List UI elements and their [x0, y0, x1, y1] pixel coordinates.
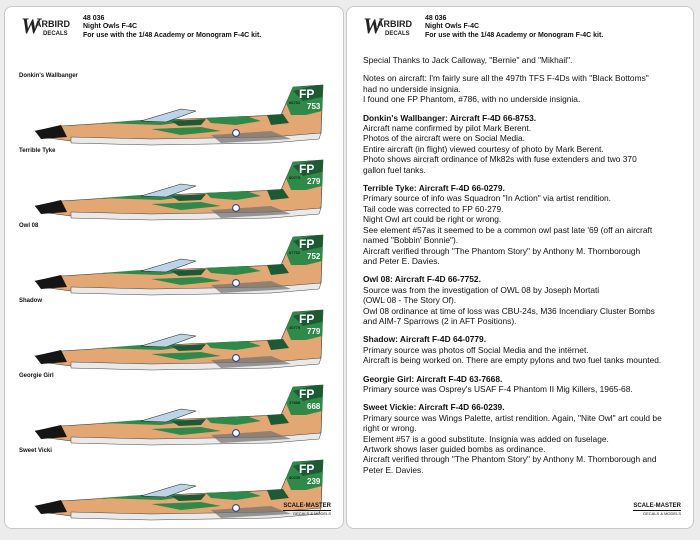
tail-serial: 752: [307, 252, 321, 261]
fuselage-number: 60239: [289, 475, 301, 480]
header-left: W ARBIRD DECALS 48 036 Night Owls F-4C F…: [21, 13, 333, 49]
warbird-logo: W ARBIRD DECALS: [363, 13, 412, 38]
section-line: Artwork shows laser guided bombs as ordi…: [363, 444, 546, 454]
section-line: Aircraft is being worked on. There are e…: [363, 355, 662, 366]
section-line: Aircraft verified through "The Phantom S…: [363, 454, 657, 465]
tail-serial: 239: [307, 477, 321, 486]
tail-code: FP: [299, 87, 314, 101]
aircraft-section: Georgie Girl: Aircraft F-4D 63-7668.Prim…: [363, 374, 685, 395]
product-code: 48 036: [425, 15, 447, 22]
section-heading: Sweet Vickie: Aircraft F-4D 66-0239.: [363, 402, 505, 413]
product-subtitle: For use with the 1/48 Academy or Monogra…: [83, 31, 262, 39]
section-heading: Owl 08: Aircraft F-4D 66-7752.: [363, 274, 481, 285]
tail-serial: 668: [307, 402, 321, 411]
fuselage-number: 40779: [289, 325, 301, 330]
section-heading: Terrible Tyke: Aircraft F-4D 66-0279.: [363, 183, 505, 194]
aircraft-section: Sweet Vickie: Aircraft F-4D 66-0239.Prim…: [363, 402, 685, 475]
intro-line: had no underside insignia.: [363, 83, 461, 94]
product-code: 48 036: [83, 15, 105, 22]
notes-body: Special Thanks to Jack Calloway, "Bernie…: [363, 55, 685, 475]
tail-serial: 779: [307, 327, 321, 336]
product-title: Night Owls F-4C: [83, 23, 138, 31]
tail-serial: 279: [307, 177, 321, 186]
fuselage-number: 66753: [289, 100, 301, 105]
instructions-sheet: W ARBIRD DECALS 48 036 Night Owls F-4C F…: [346, 6, 694, 529]
plane-label: Terrible Tyke: [19, 148, 56, 154]
section-heading: Shadow: Aircraft F-4D 64-0779.: [363, 334, 487, 345]
section-line: Primary source was Wings Palette, artist…: [363, 412, 662, 423]
section-line: Night Owl art could be right or wrong.: [363, 214, 502, 225]
fuselage-number: 67752: [289, 250, 301, 255]
aircraft-sections: Donkin's Wallbanger: Aircraft F-4D 66-87…: [363, 105, 685, 476]
plane-label: Owl 08: [19, 223, 39, 229]
section-heading: Georgie Girl: Aircraft F-4D 63-7668.: [363, 373, 503, 384]
product-title: Night Owls F-4C: [425, 23, 480, 31]
section-line: Source was from the investigation of OWL…: [363, 284, 600, 295]
scalemaster-logo: SCALE-MASTER DECALS & MODELS: [633, 503, 681, 516]
tail-code: FP: [299, 387, 314, 401]
section-line: and AIM-7 Sparrows (2 in AFT Positions).: [363, 315, 517, 326]
section-line: Owl 08 ordinance at time of loss was CBU…: [363, 305, 655, 316]
intro-notes: Notes on aircraft: I'm fairly sure all t…: [363, 73, 685, 104]
tail-code: FP: [299, 162, 314, 176]
plane-label: Shadow: [19, 298, 43, 304]
section-line: Aircraft verified through "The Phantom S…: [363, 245, 641, 256]
aircraft-section: Shadow: Aircraft F-4D 64-0779.Primary so…: [363, 334, 685, 365]
header-right: W ARBIRD DECALS 48 036 Night Owls F-4C F…: [363, 13, 683, 49]
tail-serial: 753: [307, 102, 321, 111]
product-subtitle: For use with the 1/48 Academy or Monogra…: [425, 31, 604, 39]
section-line: See element #57as it seemed to be a comm…: [363, 224, 653, 235]
plane-label: Donkin's Wallbanger: [19, 73, 78, 79]
section-line: gallon fuel tanks.: [363, 164, 426, 175]
scalemaster-logo: SCALE-MASTER DECALS & MODELS: [283, 503, 331, 516]
profiles-sheet: W ARBIRD DECALS 48 036 Night Owls F-4C F…: [4, 6, 344, 529]
section-line: Peter E. Davies.: [363, 464, 424, 475]
tail-code: FP: [299, 312, 314, 326]
section-line: Primary source of info was Squadron "In …: [363, 193, 612, 204]
section-line: and Peter E. Davies.: [363, 255, 440, 266]
section-line: (OWL 08 - The Story Of).: [363, 295, 457, 306]
intro-line: Notes on aircraft: I'm fairly sure all t…: [363, 73, 649, 84]
tail-code: FP: [299, 462, 314, 476]
plane-label: Sweet Vicki: [19, 448, 52, 454]
header-text: 48 036 Night Owls F-4C For use with the …: [83, 15, 261, 40]
section-line: Entire aircraft (in flight) viewed court…: [363, 143, 604, 154]
section-line: Primary source was Osprey's USAF F-4 Pha…: [363, 383, 633, 394]
section-line: Photo shows aircraft ordinance of Mk82s …: [363, 154, 637, 165]
intro-line: I found one FP Phantom, #786, with no un…: [363, 94, 581, 105]
section-line: Aircraft name confirmed by pilot Mark Be…: [363, 123, 532, 134]
section-line: Photos of the aircraft were on Social Me…: [363, 133, 525, 144]
tail-code: FP: [299, 237, 314, 251]
thanks-text: Special Thanks to Jack Calloway, "Bernie…: [363, 55, 573, 65]
plane-label: Georgie Girl: [19, 373, 54, 379]
section-line: Tail code was corrected to FP 60-279.: [363, 203, 504, 214]
section-line: named "Bobbin' Bonnie").: [363, 235, 459, 246]
fuselage-number: 60279: [289, 175, 301, 180]
section-line: right or wrong.: [363, 423, 417, 434]
aircraft-section: Donkin's Wallbanger: Aircraft F-4D 66-87…: [363, 113, 685, 175]
warbird-logo: W ARBIRD DECALS: [21, 13, 70, 38]
aircraft-section: Owl 08: Aircraft F-4D 66-7752.Source was…: [363, 274, 685, 326]
header-text: 48 036 Night Owls F-4C For use with the …: [425, 15, 603, 40]
section-heading: Donkin's Wallbanger: Aircraft F-4D 66-87…: [363, 112, 537, 123]
section-line: Primary source was photos off Social Med…: [363, 344, 589, 355]
aircraft-section: Terrible Tyke: Aircraft F-4D 66-0279.Pri…: [363, 183, 685, 266]
fuselage-number: 37668: [289, 400, 301, 405]
section-line: Element #57 is a good substitute. Insign…: [363, 433, 609, 444]
